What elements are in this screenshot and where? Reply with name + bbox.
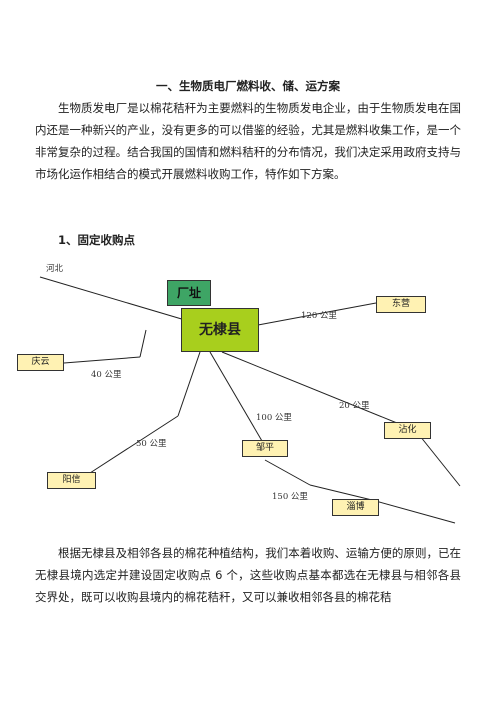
distance-40km: 40 公里 bbox=[91, 370, 122, 380]
line-zhanhua bbox=[221, 351, 398, 424]
hebei-label: 河北 bbox=[46, 264, 64, 274]
factory-site-box: 厂址 bbox=[167, 280, 211, 306]
distance-20km: 20 公里 bbox=[339, 401, 370, 411]
distance-120km: 120 公里 bbox=[301, 311, 337, 321]
section-title: 1、固定收购点 bbox=[58, 233, 136, 247]
distance-100km: 100 公里 bbox=[256, 413, 292, 423]
qingyun-box: 庆云 bbox=[17, 354, 64, 371]
page-heading: 一、生物质电厂燃料收、储、运方案 bbox=[156, 79, 340, 93]
zouping-box: 邹平 bbox=[242, 440, 288, 457]
dongying-box: 东营 bbox=[376, 296, 426, 313]
line-zibo-b bbox=[309, 484, 373, 501]
line-yangxin-b bbox=[89, 415, 179, 474]
zibo-box: 淄博 bbox=[332, 499, 379, 516]
intro-paragraph: 生物质发电厂是以棉花秸秆为主要燃料的生物质发电企业，由于生物质发电在国内还是一种… bbox=[35, 101, 461, 181]
line-zibo-extension bbox=[371, 499, 456, 524]
line-qingyun-branch bbox=[139, 329, 147, 358]
distance-150km: 150 公里 bbox=[272, 492, 308, 502]
yangxin-box: 阳信 bbox=[47, 472, 96, 489]
wudi-county-box: 无棣县 bbox=[181, 308, 259, 352]
line-yangxin-a bbox=[177, 351, 201, 417]
line-zouping bbox=[209, 351, 263, 442]
line-dongying bbox=[257, 302, 377, 326]
distance-50km: 50 公里 bbox=[136, 439, 167, 449]
line-hebei bbox=[39, 276, 186, 321]
line-zibo-a bbox=[264, 459, 311, 486]
line-zhanhua-extension bbox=[419, 435, 461, 487]
line-qingyun bbox=[63, 356, 141, 364]
body-paragraph: 根据无棣县及相邻各县的棉花种植结构，我们本着收购、运输方便的原则，已在无棣县境内… bbox=[35, 546, 461, 604]
zhanhua-box: 沾化 bbox=[384, 422, 431, 439]
